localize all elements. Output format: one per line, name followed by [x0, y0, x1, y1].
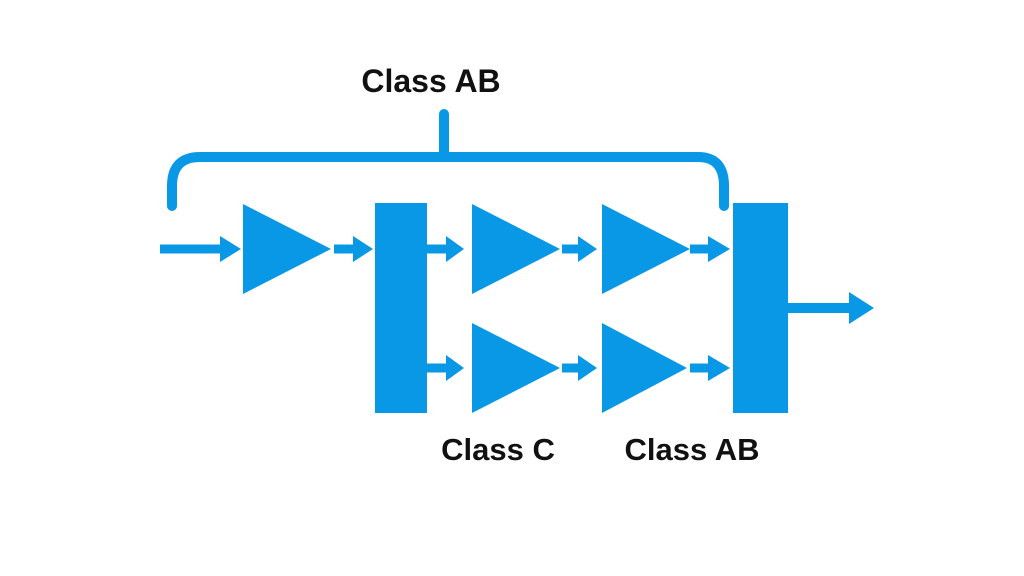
driver-out-arrowhead — [353, 236, 373, 262]
label-class-ab-bottom: Class AB — [625, 432, 760, 467]
splitter-bottom-arrowhead — [446, 355, 464, 381]
brace-label-class-ab: Class AB — [361, 63, 500, 99]
bottom-amplifier-2-triangle — [602, 323, 687, 413]
combiner-block — [733, 203, 788, 413]
driver-amplifier-triangle — [243, 204, 331, 294]
text-layer: Class AB Class C Class AB — [361, 63, 759, 467]
output-arrowhead — [849, 292, 874, 324]
bottom-amplifier-1-triangle — [472, 323, 560, 413]
stroke-layer — [160, 109, 851, 373]
label-class-c: Class C — [441, 432, 555, 467]
bottom-out-arrowhead — [708, 355, 730, 381]
splitter-block — [375, 203, 427, 413]
bottom-mid-arrowhead — [578, 355, 597, 381]
top-mid-arrowhead — [578, 236, 597, 262]
class-ab-brace — [167, 109, 729, 211]
top-amplifier-2-triangle — [602, 204, 690, 294]
splitter-top-arrowhead — [446, 236, 464, 262]
top-amplifier-1-triangle — [472, 204, 560, 294]
fill-layer — [220, 203, 874, 413]
top-out-arrowhead — [708, 236, 730, 262]
input-arrowhead — [220, 236, 241, 262]
